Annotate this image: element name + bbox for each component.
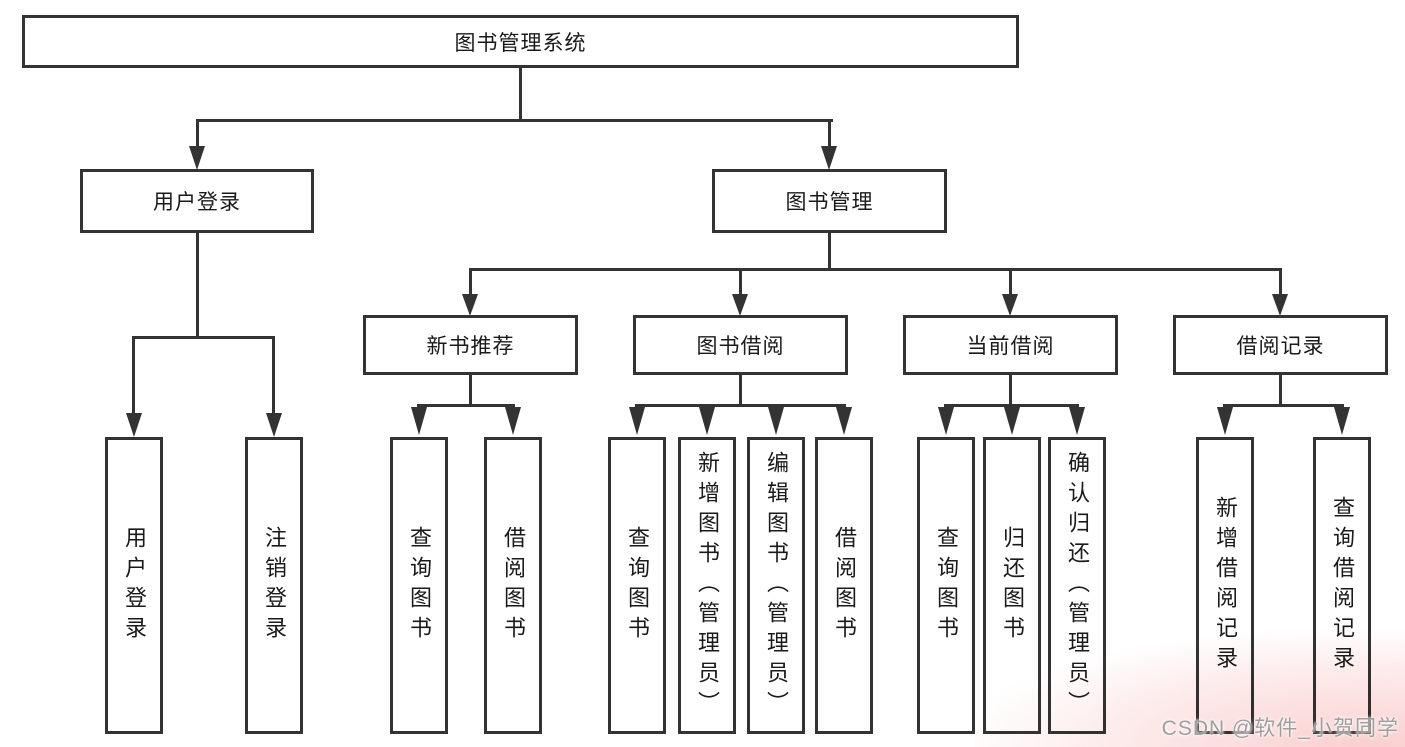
connector-line — [272, 336, 275, 416]
arrowhead-icon — [411, 407, 427, 435]
node-user-login-label: 用户登录 — [153, 191, 241, 214]
connector-line — [1009, 373, 1012, 407]
leaf-borrow-add-books-admin: 新增图书（管理员） — [678, 437, 736, 734]
connector-line — [132, 336, 275, 339]
leaf-current-return-books-label: 归还图书 — [1000, 525, 1025, 646]
node-borrow-record-label: 借阅记录 — [1236, 335, 1325, 358]
arrowhead-icon — [821, 146, 837, 170]
arrowhead-icon — [1217, 407, 1233, 435]
node-new-book-recommend: 新书推荐 — [363, 315, 578, 375]
node-root-label: 图书管理系统 — [454, 31, 587, 55]
arrowhead-icon — [1272, 294, 1288, 316]
connector-line — [469, 268, 472, 296]
leaf-record-query-borrow-record-label: 查询借阅记录 — [1330, 495, 1355, 676]
connector-line — [1223, 404, 1344, 407]
leaf-current-return-books: 归还图书 — [983, 437, 1041, 734]
arrowhead-icon — [1334, 407, 1350, 435]
connector-line — [469, 373, 472, 407]
node-book-borrow-label: 图书借阅 — [696, 335, 785, 358]
leaf-recommend-borrow-books: 借阅图书 — [484, 437, 542, 734]
node-book-borrow: 图书借阅 — [633, 315, 848, 375]
connector-line — [196, 230, 199, 339]
connector-line — [196, 119, 199, 148]
leaf-borrow-query-books: 查询图书 — [608, 437, 666, 734]
leaf-logout: 注销登录 — [245, 437, 303, 734]
leaf-borrow-edit-books-admin: 编辑图书（管理员） — [747, 437, 805, 734]
connector-line — [196, 119, 833, 122]
arrowhead-icon — [699, 407, 715, 435]
leaf-borrow-borrow-books: 借阅图书 — [815, 437, 873, 734]
arrowhead-icon — [126, 413, 142, 437]
leaf-record-add-borrow-record-label: 新增借阅记录 — [1213, 495, 1238, 676]
leaf-borrow-edit-books-admin-label: 编辑图书（管理员） — [764, 450, 789, 721]
arrowhead-icon — [732, 294, 748, 316]
leaf-user-login: 用户登录 — [105, 437, 163, 734]
node-user-login: 用户登录 — [80, 169, 314, 233]
connector-line — [132, 336, 135, 416]
arrowhead-icon — [629, 407, 645, 435]
leaf-current-query-books: 查询图书 — [917, 437, 975, 734]
leaf-borrow-borrow-books-label: 借阅图书 — [832, 525, 857, 646]
leaf-record-add-borrow-record: 新增借阅记录 — [1196, 437, 1254, 734]
leaf-borrow-add-books-admin-label: 新增图书（管理员） — [695, 450, 720, 721]
connector-line — [417, 404, 515, 407]
arrowhead-icon — [189, 146, 205, 170]
arrowhead-icon — [1069, 407, 1085, 435]
connector-line — [1009, 268, 1012, 296]
node-current-borrow: 当前借阅 — [903, 315, 1118, 375]
node-root: 图书管理系统 — [22, 15, 1019, 68]
connector-line — [828, 119, 831, 148]
leaf-recommend-borrow-books-label: 借阅图书 — [501, 525, 526, 646]
node-book-management: 图书管理 — [712, 169, 947, 233]
arrowhead-icon — [836, 407, 852, 435]
arrowhead-icon — [462, 294, 478, 316]
connector-line — [1279, 373, 1282, 407]
node-new-book-recommend-label: 新书推荐 — [426, 335, 515, 358]
node-current-borrow-label: 当前借阅 — [966, 335, 1055, 358]
connector-line — [739, 268, 742, 296]
leaf-current-confirm-return-admin-label: 确认归还（管理员） — [1065, 450, 1090, 721]
watermark: CSDN @软件_小贺同学 — [1161, 717, 1399, 740]
leaf-current-query-books-label: 查询图书 — [934, 525, 959, 646]
arrowhead-icon — [938, 407, 954, 435]
arrowhead-icon — [1004, 407, 1020, 435]
arrowhead-icon — [1002, 294, 1018, 316]
connector-line — [828, 230, 831, 271]
leaf-borrow-query-books-label: 查询图书 — [625, 525, 650, 646]
leaf-recommend-query-books: 查询图书 — [390, 437, 448, 734]
connector-line — [635, 404, 846, 407]
connector-line — [519, 66, 522, 122]
arrowhead-icon — [505, 407, 521, 435]
arrowhead-icon — [266, 413, 282, 437]
arrowhead-icon — [768, 407, 784, 435]
connector-line — [469, 268, 1282, 271]
connector-line — [1279, 268, 1282, 296]
leaf-recommend-query-books-label: 查询图书 — [407, 525, 432, 646]
leaf-record-query-borrow-record: 查询借阅记录 — [1313, 437, 1371, 734]
leaf-current-confirm-return-admin: 确认归还（管理员） — [1048, 437, 1106, 734]
node-borrow-record: 借阅记录 — [1173, 315, 1388, 375]
leaf-user-login-label: 用户登录 — [122, 525, 147, 646]
connector-line — [944, 404, 1079, 407]
connector-line — [739, 373, 742, 407]
node-book-management-label: 图书管理 — [785, 191, 874, 214]
leaf-logout-label: 注销登录 — [262, 525, 287, 646]
